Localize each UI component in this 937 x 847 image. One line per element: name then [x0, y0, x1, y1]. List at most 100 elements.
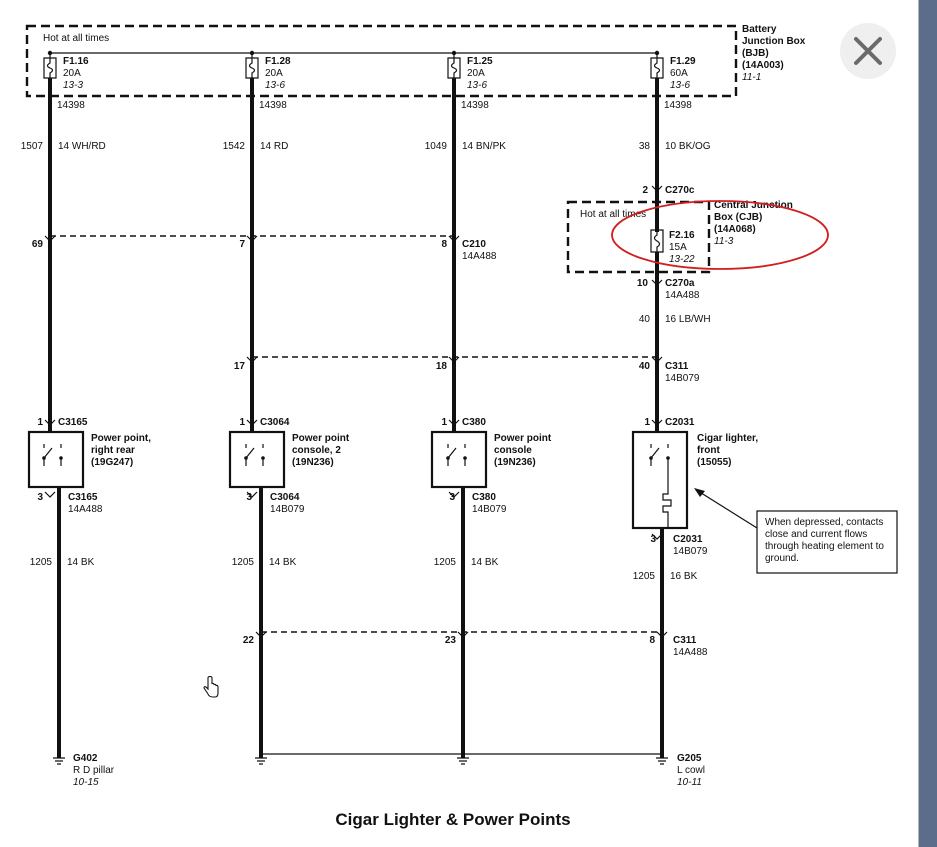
device-cigar-lighter: 1 C2031 Cigar lighter, front (15055) 3 C…: [631, 417, 758, 557]
svg-text:(15055): (15055): [697, 457, 731, 468]
fuse-column-1: F1.16 20A 13-3 14398: [43, 50, 89, 111]
close-button[interactable]: [840, 23, 896, 79]
fuse-id: F1.28: [265, 56, 291, 67]
device-box: [430, 430, 488, 489]
device-box: [228, 430, 286, 489]
hand-pointer-icon: [203, 676, 219, 698]
fuse-ref: 13-6: [467, 80, 487, 91]
switch-icon: [43, 444, 62, 466]
c270c-name: C270c: [665, 185, 695, 196]
svg-text:1: 1: [441, 417, 447, 428]
wire-spec: 14 WH/RD: [58, 141, 106, 152]
device-power-point-console: 1 C380 Power point console (19N236) 3 C3…: [430, 417, 552, 515]
svg-text:C3165: C3165: [68, 492, 98, 503]
svg-text:3: 3: [37, 492, 43, 503]
svg-text:(19N236): (19N236): [494, 457, 536, 468]
fuse-column-4: F1.29 60A 13-6 14398: [650, 50, 696, 111]
diagram-title: Cigar Lighter & Power Points: [335, 810, 570, 829]
device-name: Power point: [292, 433, 350, 444]
callout-box: [756, 510, 898, 574]
device-name: Power point: [494, 433, 552, 444]
c210-name: C210: [462, 239, 486, 250]
svg-text:front: front: [697, 445, 720, 456]
switch-icon: [650, 444, 669, 466]
heating-element-icon: [662, 466, 672, 528]
ground-wire-circuit: 1205: [30, 557, 53, 568]
svg-text:14A488: 14A488: [68, 504, 103, 515]
device-name: Cigar lighter,: [697, 433, 758, 444]
svg-text:14B079: 14B079: [270, 504, 305, 515]
fuse-icon: [245, 57, 259, 79]
ground-g205-location: L cowl: [677, 765, 705, 776]
cjb-hot-label: Hot at all times: [580, 209, 646, 220]
wire-circuit: 38: [639, 141, 651, 152]
ground-icon: [656, 757, 668, 765]
device-power-point-console-2: 1 C3064 Power point console, 2 (19N236) …: [228, 417, 350, 515]
device-power-point-right-rear: 1 C3165 Power point, right rear (19G247)…: [27, 417, 151, 515]
svg-text:C3165: C3165: [58, 417, 88, 428]
c210-harness: 14A488: [462, 251, 497, 262]
switch-icon: [447, 444, 466, 466]
fuse-icon: [43, 57, 57, 79]
device-name: Power point,: [91, 433, 151, 444]
svg-text:3: 3: [650, 534, 656, 545]
callout-line-2: close and current flows: [765, 529, 867, 540]
cjb-fuse-ref: 13-22: [669, 254, 695, 265]
cjb-boundary: [566, 200, 711, 274]
ground-wire-spec: 14 BK: [269, 557, 297, 568]
c210-pin: 7: [239, 239, 245, 250]
cjb-name-line-2: Box (CJB): [714, 212, 762, 223]
callout-arrowhead: [694, 488, 705, 497]
fuse-icon: [650, 57, 664, 79]
bjb-name-line-2: Junction Box: [742, 36, 806, 47]
ground-g205-ref: 10-11: [677, 777, 702, 788]
device-box: [27, 430, 85, 489]
cjb-fuse-amps: 15A: [669, 242, 687, 253]
fuse-harness: 14398: [664, 100, 692, 111]
svg-text:1: 1: [37, 417, 43, 428]
svg-text:1: 1: [239, 417, 245, 428]
fuse-ref: 13-6: [265, 80, 285, 91]
c311-lower-name: C311: [673, 635, 697, 646]
fuse-id: F1.25: [467, 56, 493, 67]
ground-wire-circuit: 1205: [633, 571, 656, 582]
cjb-name-line-1: Central Junction: [714, 200, 793, 211]
wire-circuit: 1507: [21, 141, 44, 152]
fuse-column-2: F1.28 20A 13-6 14398: [245, 50, 291, 111]
svg-text:C2031: C2031: [665, 417, 695, 428]
wire-circuit: 1542: [223, 141, 246, 152]
wire-spec: 10 BK/OG: [665, 141, 711, 152]
ground-wire-circuit: 1205: [232, 557, 255, 568]
ground-icon: [53, 757, 65, 765]
svg-text:C2031: C2031: [673, 534, 703, 545]
scrollbar-track[interactable]: [919, 0, 937, 847]
close-icon: [854, 37, 882, 65]
ground-wire-spec: 16 BK: [670, 571, 698, 582]
c270a-wire-circuit: 40: [639, 314, 651, 325]
c311-lower-pin: 8: [649, 635, 655, 646]
fuse-amps: 20A: [265, 68, 283, 79]
bjb-name-line-1: Battery: [742, 24, 777, 35]
c311-lower-pin: 22: [243, 635, 255, 646]
c270a-wire-spec: 16 LB/WH: [665, 314, 711, 325]
fuse-amps: 20A: [467, 68, 485, 79]
ground-g205-id: G205: [677, 753, 702, 764]
svg-text:C3064: C3064: [260, 417, 290, 428]
wire-spec: 14 RD: [260, 141, 288, 152]
ground-wire-spec: 14 BK: [471, 557, 499, 568]
connector-chevron: [651, 185, 663, 192]
c311-pin: 40: [639, 361, 651, 372]
fuse-amps: 60A: [670, 68, 688, 79]
cjb-fuse-id: F2.16: [669, 230, 695, 241]
callout-line-4: ground.: [765, 553, 799, 564]
bjb-boundary: [25, 24, 738, 98]
fuse-ref: 13-6: [670, 80, 690, 91]
fuse-harness: 14398: [57, 100, 85, 111]
fuse-amps: 20A: [63, 68, 81, 79]
ground-g402-location: R D pillar: [73, 765, 115, 776]
ground-icon: [255, 757, 267, 765]
callout-leader: [697, 490, 758, 529]
c210-pin: 69: [32, 239, 44, 250]
wire-circuit: 1049: [425, 141, 448, 152]
